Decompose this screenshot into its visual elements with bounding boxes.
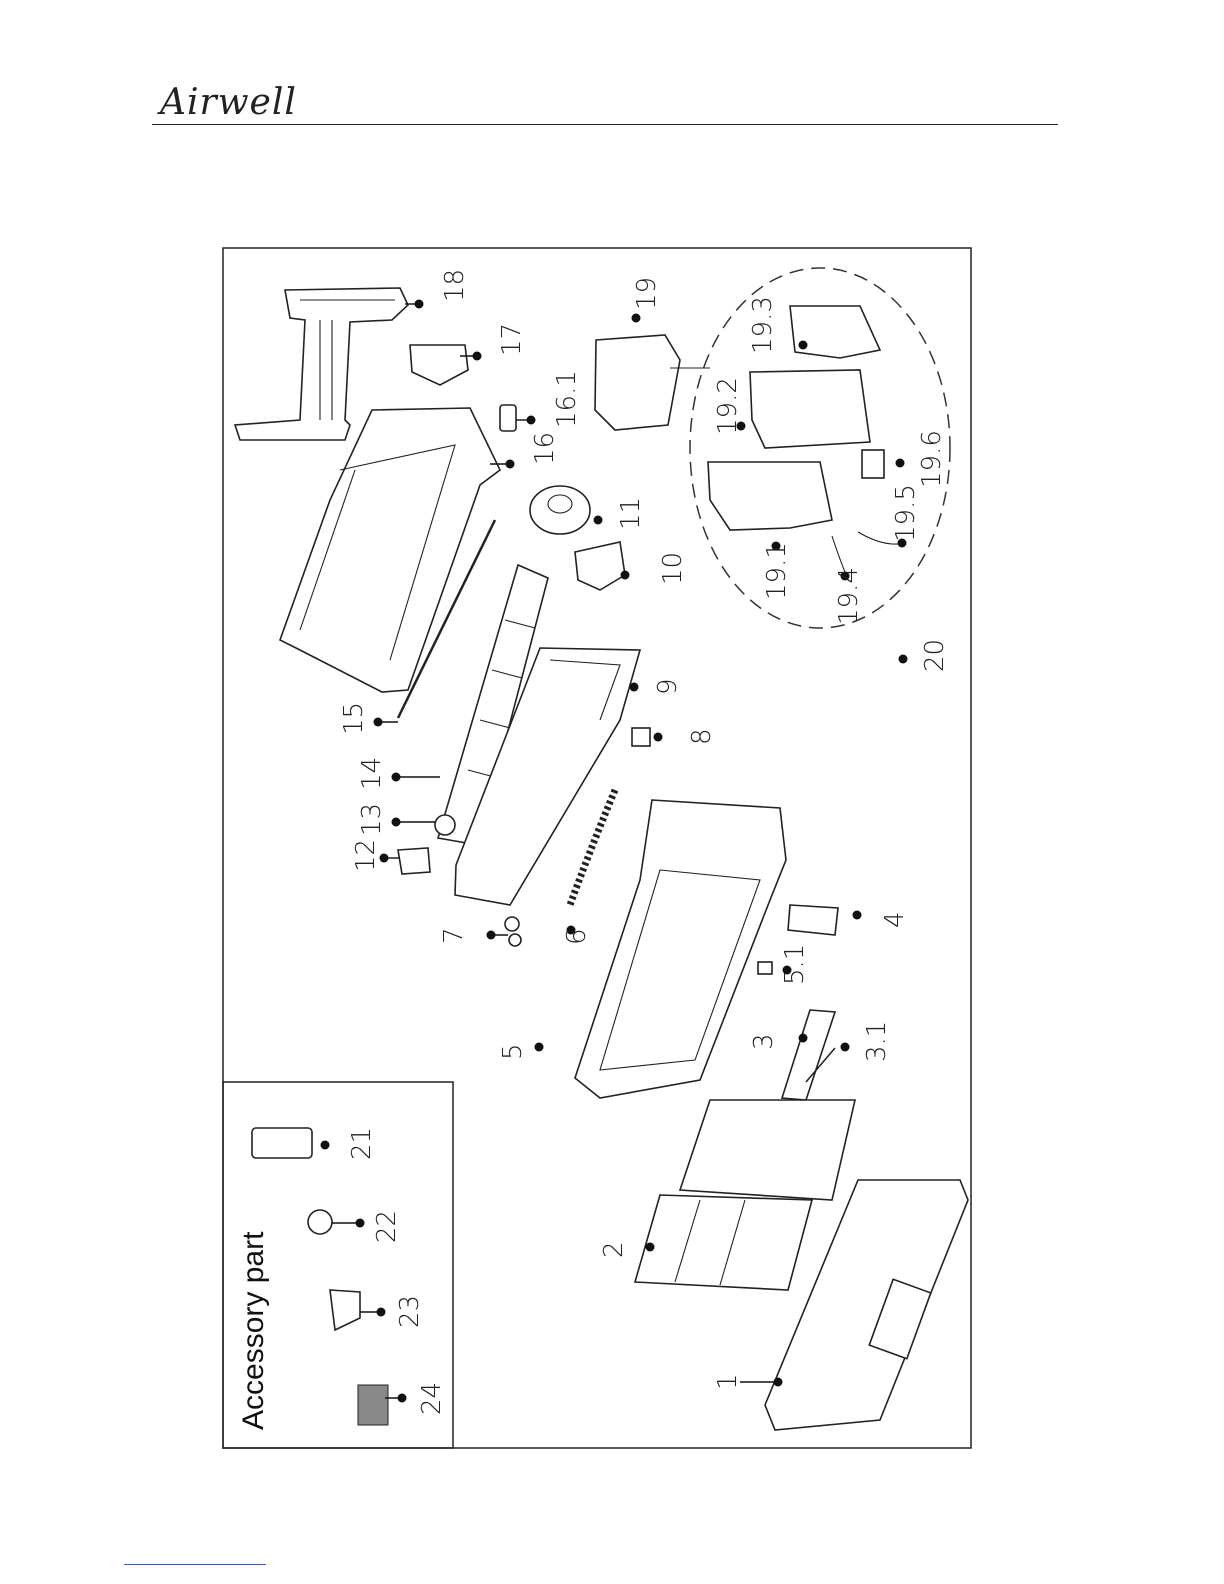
part-19-6 — [862, 450, 884, 478]
label-18: 18 — [440, 269, 470, 302]
label-22: 22 — [372, 1210, 402, 1243]
elbow-part — [330, 1290, 360, 1330]
chassis-part — [280, 408, 500, 692]
label-7: 7 — [439, 927, 469, 944]
label-3: 3 — [749, 1033, 779, 1050]
motor-clamp-part — [575, 542, 625, 590]
label-17: 17 — [497, 323, 527, 356]
label-20: 20 — [920, 639, 950, 672]
label-9: 9 — [653, 678, 683, 695]
footer-link-underline[interactable] — [124, 1564, 266, 1565]
bearing-holder-part — [398, 848, 430, 874]
label-10: 10 — [658, 552, 688, 585]
label-19-2: 19.2 — [713, 377, 743, 435]
part-19-3 — [790, 306, 880, 358]
label-8: 8 — [687, 728, 717, 745]
remote-controller-part — [252, 1128, 312, 1158]
insulation-part — [358, 1385, 388, 1425]
label-12: 12 — [351, 839, 381, 872]
label-5-1: 5.1 — [780, 944, 810, 985]
part-19-1 — [708, 462, 832, 530]
part-7 — [505, 917, 519, 931]
label-19-4: 19.4 — [834, 567, 864, 625]
ring-part — [308, 1210, 332, 1234]
label-1: 1 — [713, 1373, 743, 1390]
label-13: 13 — [357, 803, 387, 836]
label-16-1: 16.1 — [552, 370, 582, 428]
front-frame-part — [575, 800, 786, 1098]
label-11: 11 — [616, 497, 646, 530]
label-23: 23 — [395, 1295, 425, 1328]
label-19-3: 19.3 — [748, 296, 778, 354]
part-4 — [788, 905, 838, 935]
label-14: 14 — [357, 757, 387, 790]
label-6: 6 — [562, 928, 592, 945]
part-16-1 — [500, 405, 516, 431]
drain-hose-part — [570, 790, 615, 905]
label-15: 15 — [339, 702, 369, 735]
air-filter-part — [635, 1195, 812, 1290]
label-4: 4 — [880, 911, 910, 928]
fan-motor-part — [530, 486, 590, 534]
part-19-4 — [832, 536, 845, 572]
part-5-1 — [758, 962, 772, 974]
label-5: 5 — [498, 1043, 528, 1060]
part-8 — [632, 728, 650, 746]
label-19-6: 19.6 — [917, 430, 947, 488]
label-16: 16 — [530, 432, 560, 465]
label-2: 2 — [599, 1241, 629, 1258]
bracket-17-part — [410, 345, 468, 385]
label-19: 19 — [632, 277, 662, 310]
part-19-2 — [750, 370, 870, 448]
label-21: 21 — [347, 1127, 377, 1160]
label-19-5: 19.5 — [891, 484, 921, 542]
label-19-1: 19.1 — [762, 542, 792, 600]
label-3-1: 3.1 — [862, 1021, 892, 1062]
label-24: 24 — [417, 1382, 447, 1415]
control-box-part — [595, 335, 680, 430]
accessory-title: Accessory part — [237, 1231, 270, 1430]
bearing-part — [435, 815, 455, 835]
filter-upper-part — [680, 1100, 855, 1200]
display-part — [782, 1010, 835, 1100]
